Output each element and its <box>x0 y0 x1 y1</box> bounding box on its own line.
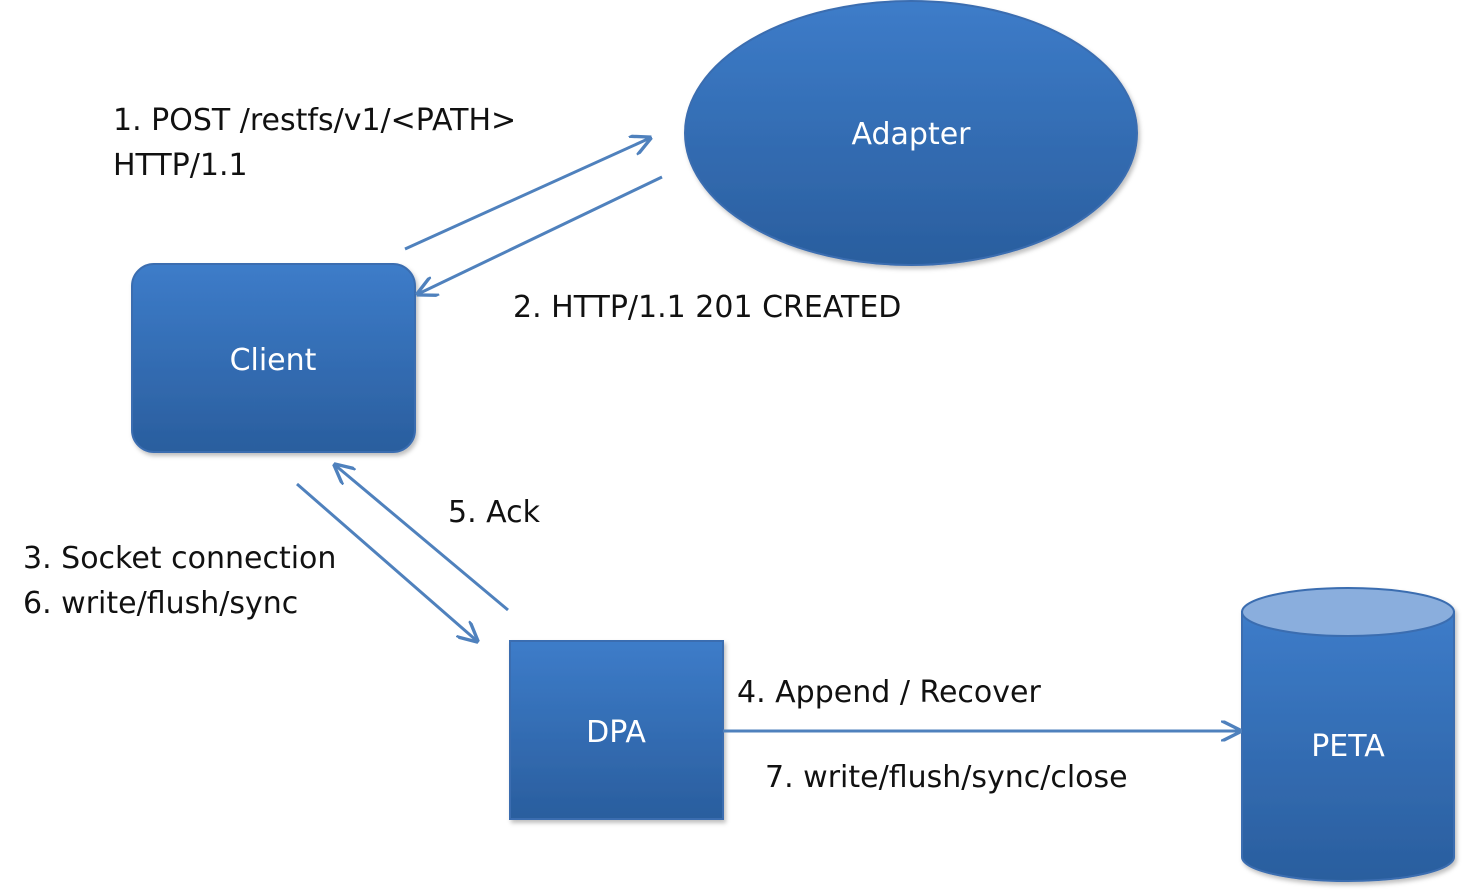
adapter-node: Adapter <box>684 0 1138 266</box>
adapter-ellipse <box>684 0 1138 266</box>
step1-label-line2: HTTP/1.1 <box>113 148 248 183</box>
step5-label: 5. Ack <box>448 495 541 530</box>
arrow-adapter-to-client <box>418 175 663 294</box>
step1-label-line1: 1. POST /restfs/v1/<PATH> <box>113 103 516 138</box>
adapter-label: Adapter <box>851 117 971 152</box>
client-box <box>131 263 416 453</box>
arrow-dpa-to-client <box>335 465 509 612</box>
step2-label: 2. HTTP/1.1 201 CREATED <box>513 290 901 325</box>
dpa-box <box>509 640 724 820</box>
peta-node: PETA <box>1241 587 1455 882</box>
peta-cylinder-body <box>1241 611 1455 882</box>
step4-label: 4. Append / Recover <box>737 675 1041 710</box>
client-node: Client <box>131 263 416 453</box>
step7-label: 7. write/flush/sync/close <box>765 760 1128 795</box>
arrow-client-to-dpa <box>296 482 477 641</box>
dpa-label: DPA <box>586 715 646 750</box>
arrow-client-to-adapter <box>404 138 650 251</box>
client-label: Client <box>230 343 317 378</box>
peta-cylinder-top <box>1241 587 1455 637</box>
step6-label: 6. write/flush/sync <box>23 586 298 621</box>
dpa-node: DPA <box>509 640 724 820</box>
step3-label: 3. Socket connection <box>23 541 336 576</box>
peta-label: PETA <box>1311 729 1385 764</box>
